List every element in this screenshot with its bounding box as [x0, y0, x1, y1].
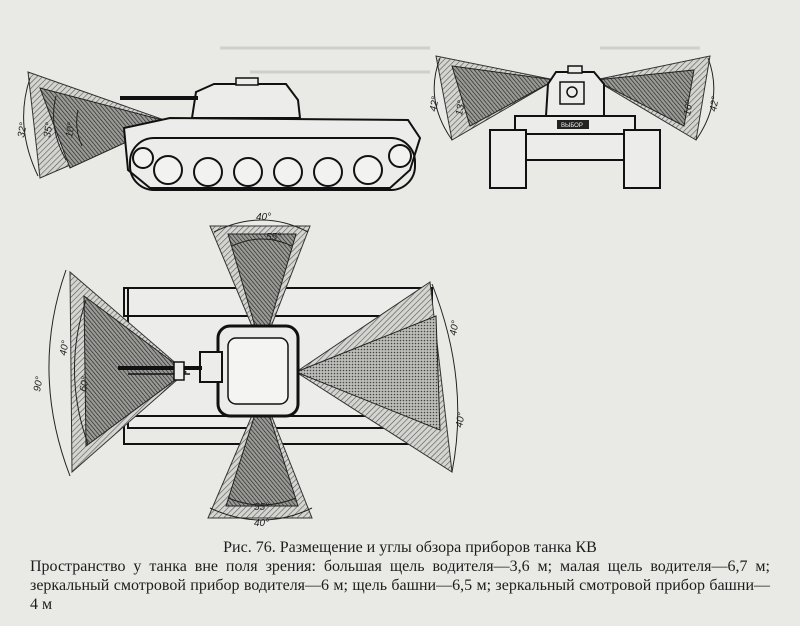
front-track-left — [489, 129, 527, 189]
figure-caption: Рис. 76. Размещение и углы обзора прибор… — [30, 538, 770, 614]
side-angle-label-10: 10° — [64, 122, 77, 139]
front-view: 42° 13° 16° 42° ВЫБОР — [428, 55, 722, 189]
side-tank-track — [129, 137, 416, 191]
side-angle-label-35: 35° — [42, 122, 55, 139]
top-angle-right-40-lower: 40° — [454, 412, 467, 429]
top-angle-left-90: 90° — [32, 376, 45, 393]
caption-text: Пространство у танка вне поля зрения: бо… — [30, 558, 770, 613]
top-angle-lower-40: 40° — [254, 518, 269, 529]
front-angle-label-42-left: 42° — [428, 96, 441, 113]
caption-title: Рис. 76. Размещение и углы обзора прибор… — [223, 539, 597, 556]
front-plate-text: ВЫБОР — [561, 123, 583, 129]
bleed-through-lines — [220, 46, 700, 74]
side-tank-turret — [190, 83, 302, 119]
top-angle-left-40: 40° — [58, 340, 71, 357]
top-angle-lower-55: 55° — [254, 502, 269, 513]
top-sector-upper-inner — [227, 233, 297, 352]
side-angle-label-32: 32° — [16, 122, 29, 139]
front-angle-label-42-right: 42° — [708, 96, 721, 113]
front-track-right — [623, 129, 661, 189]
front-angle-label-16: 16° — [682, 100, 695, 117]
top-view: 40° 55° 55° 40° 90° 40° 60° 40° 40° — [32, 212, 467, 529]
top-angle-left-60: 60° — [78, 376, 91, 393]
front-angle-label-13: 13° — [454, 100, 467, 117]
top-angle-upper-55: 55° — [266, 232, 281, 243]
side-angle-arc — [23, 77, 39, 177]
kv-tank-vision-diagram: 32° 35° 10° 42° 13° 16° 42° — [16, 46, 722, 529]
top-sector-left-inner — [83, 294, 187, 447]
top-sector-right-inner — [294, 315, 441, 431]
top-sector-lower-inner — [225, 390, 299, 507]
side-road-wheels — [132, 144, 412, 187]
top-angle-right-40-upper: 40° — [448, 320, 461, 337]
side-view: 32° 35° 10° — [16, 71, 422, 191]
top-angle-upper-40: 40° — [256, 212, 271, 223]
